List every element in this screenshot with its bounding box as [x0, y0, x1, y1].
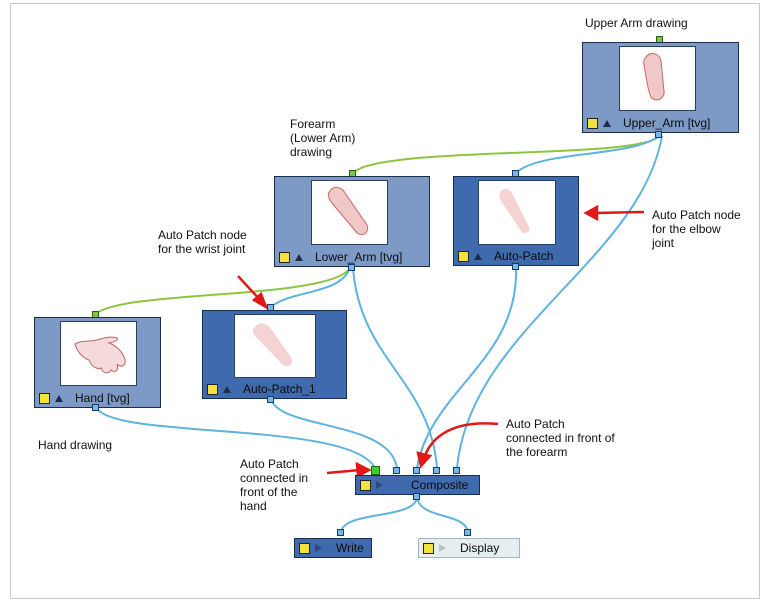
composite-input-port-4[interactable]	[433, 467, 440, 474]
composite-node[interactable]: Composite	[355, 475, 480, 495]
write-enable-toggle[interactable]	[299, 542, 310, 554]
wire-autopatch1-to-composite	[270, 398, 398, 469]
composite-input-port-2[interactable]	[393, 467, 400, 474]
auto-patch-1-label: Auto-Patch_1	[243, 382, 316, 396]
hand-drawing-icon	[55, 394, 63, 402]
auto-patch-1-icon	[223, 385, 231, 393]
hand-label: Hand [tvg]	[75, 391, 130, 405]
auto-patch-enable-toggle[interactable]	[458, 250, 469, 262]
write-node[interactable]: Write	[294, 538, 372, 558]
upper-arm-drawing-icon	[603, 119, 611, 127]
wire-lower-to-composite	[352, 267, 438, 469]
wire-upper-to-composite	[456, 135, 663, 469]
auto-patch-label: Auto-Patch	[494, 249, 554, 263]
arrow-front-hand	[326, 468, 361, 475]
wire-composite-to-write	[340, 496, 418, 533]
arrow-elbow	[593, 210, 645, 215]
annotation-patch-front-hand: Auto Patch connected in front of the han…	[240, 457, 309, 513]
auto-patch-1-node[interactable]: Auto-Patch_1	[202, 310, 347, 399]
lower-arm-enable-toggle[interactable]	[279, 251, 290, 263]
composite-icon	[376, 481, 383, 489]
hand-output-port[interactable]	[92, 404, 99, 411]
upper-arm-output-port[interactable]	[655, 131, 662, 138]
annotation-upper-arm-drawing: Upper Arm drawing	[585, 16, 688, 30]
write-icon	[315, 544, 322, 552]
arrow-front-hand-head	[355, 461, 372, 479]
wire-hand-to-composite	[95, 406, 376, 469]
arrow-wrist-head	[251, 291, 269, 310]
arrow-front-forearm	[422, 422, 499, 459]
composite-input-port-1[interactable]	[371, 466, 380, 475]
display-label: Display	[460, 541, 500, 555]
composite-input-port-3[interactable]	[413, 467, 420, 474]
lower-arm-thumbnail	[311, 180, 388, 245]
write-input-port[interactable]	[337, 529, 344, 536]
diagram-frame	[10, 3, 760, 599]
auto-patch-1-enable-toggle[interactable]	[207, 383, 218, 395]
composite-output-port[interactable]	[413, 493, 420, 500]
lower-arm-output-port[interactable]	[348, 264, 355, 271]
display-node[interactable]: Display	[418, 538, 520, 558]
auto-patch-thumbnail	[478, 180, 556, 245]
annotation-wrist-patch: Auto Patch node for the wrist joint	[158, 228, 247, 256]
wire-lower-to-hand	[95, 267, 351, 315]
arrow-elbow-head	[583, 204, 599, 222]
auto-patch-output-port[interactable]	[512, 263, 519, 270]
auto-patch-node[interactable]: Auto-Patch	[453, 176, 579, 266]
auto-patch-icon	[474, 252, 482, 260]
annotation-hand-drawing: Hand drawing	[38, 438, 113, 452]
upper-arm-node[interactable]: Upper_Arm [tvg]	[582, 42, 739, 133]
wire-upper-to-lower	[352, 135, 660, 174]
annotation-forearm-drawing: Forearm (Lower Arm) drawing	[290, 117, 356, 159]
composite-enable-toggle[interactable]	[360, 479, 371, 491]
display-input-port[interactable]	[464, 529, 471, 536]
upper-arm-label: Upper_Arm [tvg]	[623, 116, 711, 130]
lower-arm-label: Lower_Arm [tvg]	[315, 250, 403, 264]
composite-input-port-5[interactable]	[453, 467, 460, 474]
annotation-patch-front-forearm: Auto Patch connected in front of the for…	[506, 417, 615, 459]
hand-thumbnail	[60, 321, 137, 386]
display-icon	[439, 544, 446, 552]
hand-enable-toggle[interactable]	[39, 392, 50, 404]
lower-arm-node[interactable]: Lower_Arm [tvg]	[274, 176, 430, 267]
arrow-front-forearm-head	[416, 451, 433, 469]
composite-label: Composite	[411, 478, 469, 492]
wire-upper-to-autopatch	[515, 135, 660, 174]
annotation-elbow-patch: Auto Patch node for the elbow joint	[652, 208, 741, 250]
upper-arm-thumbnail	[619, 46, 696, 111]
wire-lower-to-autopatch1	[270, 267, 351, 308]
auto-patch-1-thumbnail	[234, 314, 316, 378]
auto-patch-1-output-port[interactable]	[267, 396, 274, 403]
hand-node[interactable]: Hand [tvg]	[34, 317, 161, 408]
upper-arm-enable-toggle[interactable]	[587, 117, 598, 129]
wire-autopatch-to-composite	[416, 265, 518, 469]
write-label: Write	[336, 541, 364, 555]
wire-composite-to-display	[416, 496, 469, 533]
lower-arm-drawing-icon	[295, 253, 303, 261]
display-enable-toggle[interactable]	[423, 542, 434, 554]
